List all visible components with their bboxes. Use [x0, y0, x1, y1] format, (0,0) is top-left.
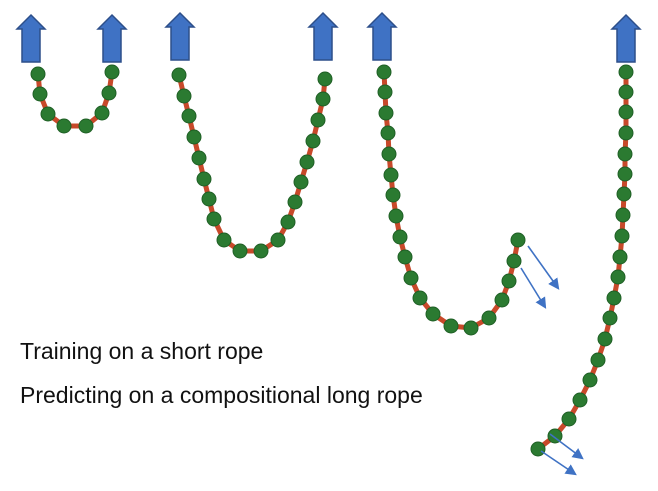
rope-node [385, 187, 401, 203]
rope-node [377, 84, 393, 100]
rope-node [378, 105, 394, 121]
diagonal-arrow-icon [527, 245, 560, 290]
rope-nodes [530, 64, 634, 457]
up-arrow-icon [164, 11, 196, 61]
rope-node [216, 232, 232, 248]
rope-nodes [171, 67, 333, 259]
rope-node [618, 84, 634, 100]
anchor-arrow-left [15, 13, 47, 63]
long-rope-one-free-end [366, 11, 560, 336]
rope-segments [381, 71, 521, 331]
rope-node [506, 253, 522, 269]
rope-node [104, 64, 120, 80]
up-arrow-icon [366, 11, 398, 61]
rope-node [305, 133, 321, 149]
short-rope [15, 13, 128, 134]
up-arrow-icon [610, 13, 642, 63]
rope-node [615, 207, 631, 223]
rope-node [101, 85, 117, 101]
rope-node [317, 71, 333, 87]
rope-node [253, 243, 269, 259]
rope-node [443, 318, 459, 334]
rope-node [171, 67, 187, 83]
rope-node [397, 249, 413, 265]
anchor-arrow-left [164, 11, 196, 61]
anchor-arrow-right [307, 11, 339, 61]
rope-node [606, 290, 622, 306]
rope-node [612, 249, 628, 265]
rope-node [412, 290, 428, 306]
rope-node [94, 105, 110, 121]
rope-node [392, 229, 408, 245]
rope-node [618, 64, 634, 80]
rope-node [176, 88, 192, 104]
rope-nodes [30, 64, 120, 134]
rope-node [425, 306, 441, 322]
up-arrow-icon [15, 13, 47, 63]
rope-node [463, 320, 479, 336]
rope-node [201, 191, 217, 207]
rope-node [310, 112, 326, 128]
rope-node [617, 166, 633, 182]
rope-node [572, 392, 588, 408]
medium-rope [164, 11, 339, 259]
rope-node [561, 411, 577, 427]
rope-segments [536, 72, 629, 451]
rope-node [376, 64, 392, 80]
caption-training: Training on a short rope [20, 338, 264, 364]
rope-node [270, 232, 286, 248]
rope-node [618, 125, 634, 141]
rope-node [501, 273, 517, 289]
rope-node [582, 372, 598, 388]
rope-node [617, 146, 633, 162]
rope-node [590, 352, 606, 368]
up-arrow-icon [307, 11, 339, 61]
rope-node [616, 186, 632, 202]
rope-node [287, 194, 303, 210]
rope-node [388, 208, 404, 224]
anchor-arrow-left [366, 11, 398, 61]
rope-node [181, 108, 197, 124]
rope-node [381, 146, 397, 162]
long-rope-hanging [530, 13, 642, 476]
rope-node [315, 91, 331, 107]
caption-predicting: Predicting on a compositional long rope [20, 382, 423, 408]
rope-node [494, 292, 510, 308]
rope-node [299, 154, 315, 170]
rope-node [614, 228, 630, 244]
rope-node [293, 174, 309, 190]
rope-node [206, 211, 222, 227]
diagonal-arrow-icon [520, 267, 547, 309]
anchor-arrow-top [610, 13, 642, 63]
rope-node [602, 310, 618, 326]
rope-node [78, 118, 94, 134]
anchor-arrow-right [96, 13, 128, 63]
rope-node [32, 86, 48, 102]
up-arrow-icon [96, 13, 128, 63]
rope-node [280, 214, 296, 230]
rope-node [403, 270, 419, 286]
rope-node [30, 66, 46, 82]
rope-node [610, 269, 626, 285]
rope-node [618, 104, 634, 120]
rope-node [56, 118, 72, 134]
diagonal-arrow-icon [549, 433, 584, 460]
rope-node [186, 129, 202, 145]
rope-node [530, 441, 546, 457]
rope-node [232, 243, 248, 259]
rope-node [481, 310, 497, 326]
rope-node [196, 171, 212, 187]
rope-node [597, 331, 613, 347]
diagonal-arrow-icon [540, 450, 577, 476]
rope-nodes [376, 64, 526, 336]
rope-node [510, 232, 526, 248]
rope-node [380, 125, 396, 141]
rope-node [383, 167, 399, 183]
rope-node [191, 150, 207, 166]
rope-node [40, 106, 56, 122]
